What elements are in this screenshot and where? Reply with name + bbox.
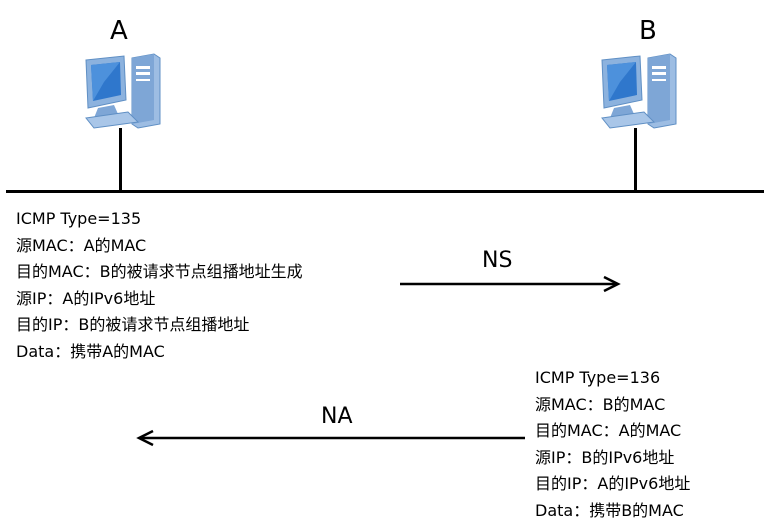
- na-data: Data：携带B的MAC: [535, 500, 684, 520]
- na-source-ip: 源IP：B的IPv6地址: [535, 447, 675, 467]
- ns-destination-ip: 目的IP：B的被请求节点组播地址: [16, 315, 250, 334]
- na-arrow-label: NA: [321, 404, 353, 429]
- host-b-label: B: [639, 16, 657, 46]
- ns-data: Data：携带A的MAC: [16, 341, 165, 361]
- ns-arrow: [400, 275, 621, 293]
- na-icmp-type: ICMP Type=136: [535, 368, 661, 387]
- ns-source-ip: 源IP：A的IPv6地址: [16, 288, 156, 308]
- ns-source-mac: 源MAC：A的MAC: [16, 235, 147, 255]
- desktop-computer-icon: [85, 53, 161, 129]
- ns-destination-mac: 目的MAC：B的被请求节点组播地址生成: [16, 262, 303, 281]
- ns-icmp-type: ICMP Type=135: [16, 209, 142, 228]
- desktop-computer-icon: [601, 53, 677, 129]
- na-destination-mac: 目的MAC：A的MAC: [535, 421, 682, 440]
- host-b-link: [634, 128, 637, 192]
- ns-message-fields: ICMP Type=135 源MAC：A的MAC 目的MAC：B的被请求节点组播…: [16, 206, 303, 365]
- na-arrow: [136, 429, 525, 447]
- na-message-fields: ICMP Type=136 源MAC：B的MAC 目的MAC：A的MAC 源IP…: [535, 365, 690, 524]
- na-destination-ip: 目的IP：A的IPv6地址: [535, 474, 691, 493]
- ns-arrow-label: NS: [482, 248, 513, 273]
- na-source-mac: 源MAC：B的MAC: [535, 394, 666, 414]
- host-a-link: [119, 128, 122, 192]
- network-bus-line: [6, 190, 764, 193]
- host-a-label: A: [110, 16, 128, 46]
